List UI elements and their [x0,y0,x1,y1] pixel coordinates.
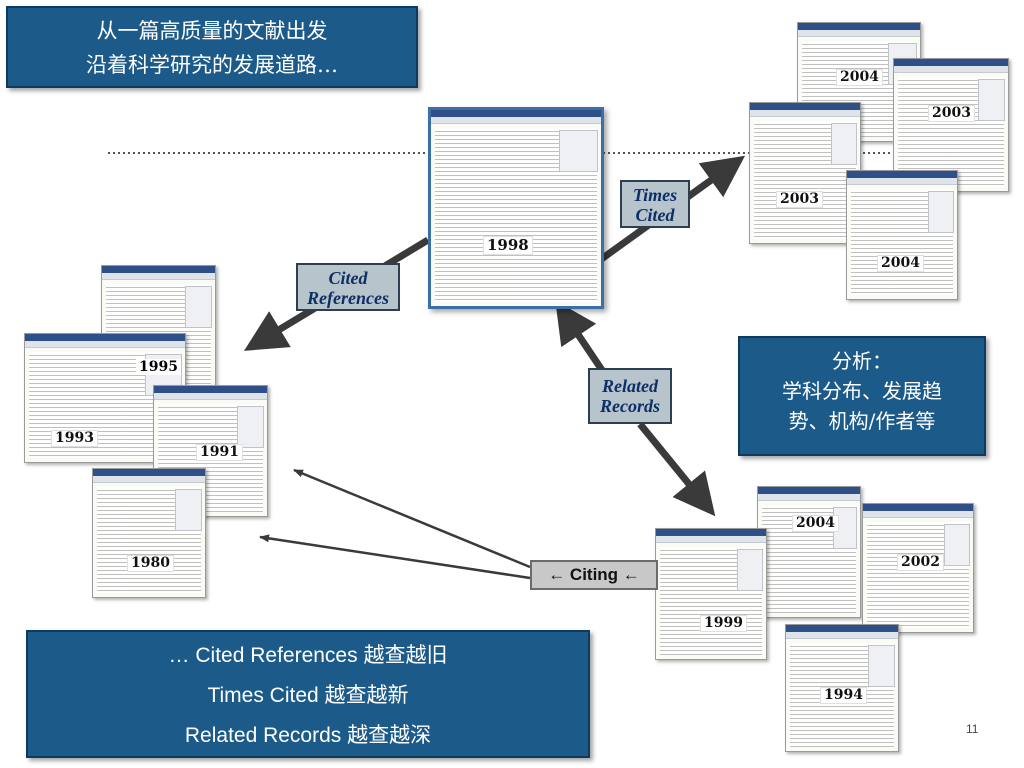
year-label: 1995 [136,359,181,375]
citing-label: ← Citing ← [530,560,658,590]
year-label: 1998 [483,236,533,255]
summary-line: … Cited References 越查越旧 [168,644,448,667]
arrow-citing-lower [259,534,531,580]
year-label: 2002 [897,554,944,572]
year-label: 2003 [776,191,823,209]
times-cited-page: 2003 [749,102,861,244]
cited-references-label: Cited References [296,263,400,311]
analysis-line: 势、机构/作者等 [788,409,936,433]
year-label: 2004 [792,515,839,533]
label-line: Related [602,376,658,396]
arrow-citing-upper [293,468,531,569]
times-cited-label: Times Cited [620,180,690,228]
year-label: 1991 [196,444,243,462]
label-line: Times [632,185,678,205]
summary-line: Times Cited 越查越新 [207,684,409,707]
times-cited-page: 2004 [846,170,958,300]
year-label: 1980 [127,555,174,573]
times-cited-page: 2003 [893,58,1009,192]
related-record-page: 1999 [655,528,767,660]
label-line: Cited [635,205,675,225]
analysis-line: 分析： [832,349,892,373]
slide-number: 11 [966,722,979,736]
related-record-page: 2004 [757,486,861,618]
year-label: 2004 [836,69,883,87]
year-label: 1993 [51,430,98,448]
label-line: Records [600,396,660,416]
analysis-box: 分析： 学科分布、发展趋 势、机构/作者等 [738,336,986,456]
related-record-page: 1994 [785,624,899,752]
center-record-page: 1998 [428,107,604,309]
cited-reference-page: 1980 [92,468,206,598]
year-label: 1999 [700,615,747,633]
arrow-related-down [637,421,716,517]
year-label: 1994 [820,687,867,705]
summary-box: … Cited References 越查越旧 Times Cited 越查越新… [26,630,590,758]
summary-line: Related Records 越查越深 [184,724,432,747]
title-line: 从一篇高质量的文献出发 [96,19,328,43]
year-label: 2004 [877,255,924,273]
label-line: Cited [328,268,368,288]
analysis-line: 学科分布、发展趋 [782,379,942,403]
title-line: 沿着科学研究的发展道路… [86,53,338,77]
related-records-label: Related Records [588,368,672,424]
title-box: 从一篇高质量的文献出发 沿着科学研究的发展道路… [6,6,418,88]
related-record-page: 2002 [862,503,974,633]
year-label: 2003 [928,105,975,123]
label-line: References [307,288,389,308]
